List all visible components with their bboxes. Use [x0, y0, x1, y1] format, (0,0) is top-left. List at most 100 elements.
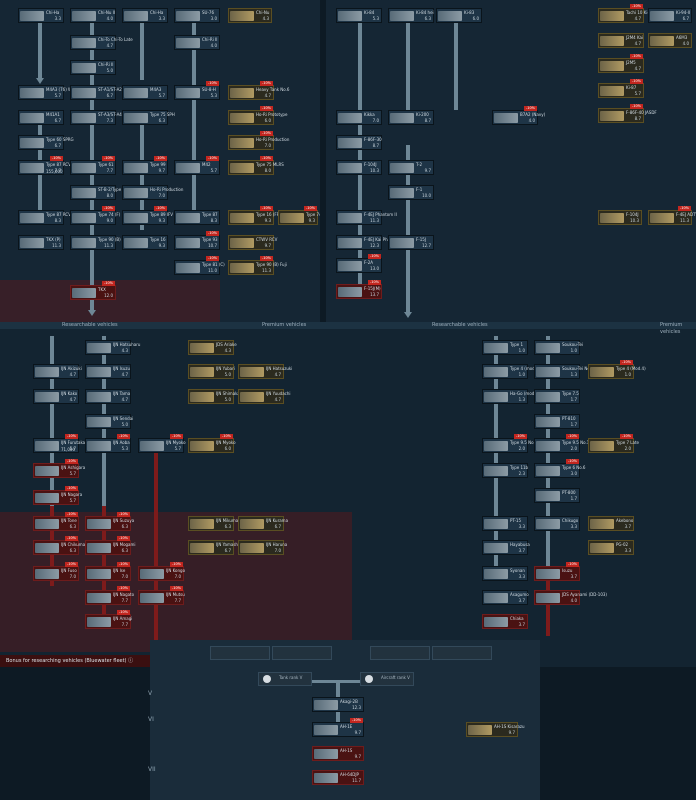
- vehicle-card[interactable]: -10%Type 81 (C)11.0: [174, 256, 225, 275]
- vehicle-card[interactable]: Ha-Go (mod. 1)1.3: [482, 389, 541, 404]
- vehicle-card[interactable]: Type 90 (B)11.3: [70, 235, 121, 250]
- premium-vehicle-card[interactable]: -10%F-4EJ ADTW11.3: [648, 206, 696, 225]
- bonus-banner[interactable]: Bonus for researching vehicles (Bluewate…: [0, 655, 150, 667]
- vehicle-card[interactable]: JDS Ayanami (DD-103)4.0: [534, 590, 607, 605]
- vehicle-card[interactable]: -10%B7A2 (Navy)4.0: [492, 106, 545, 125]
- crew-requirement-aircraft[interactable]: Aircraft rank V: [360, 672, 414, 686]
- vehicle-card[interactable]: -10%F-15J(M)13.7: [336, 280, 382, 299]
- vehicle-card[interactable]: Type 4 (mod. 2)1.0: [482, 364, 541, 379]
- premium-vehicle-card[interactable]: -10%Type 74 (G)9.3: [278, 206, 320, 225]
- premium-vehicle-card[interactable]: -10%Type 4 (Mod.4)1.0: [588, 360, 646, 379]
- premium-vehicle-card[interactable]: -10%Type 16 (FPS)9.3: [228, 206, 283, 225]
- crew-requirement-tank[interactable]: Tank rank V: [258, 672, 312, 686]
- vehicle-card[interactable]: -10%Type 74 (F)9.0: [70, 206, 120, 225]
- vehicle-card[interactable]: TKX (P)11.3: [18, 235, 64, 250]
